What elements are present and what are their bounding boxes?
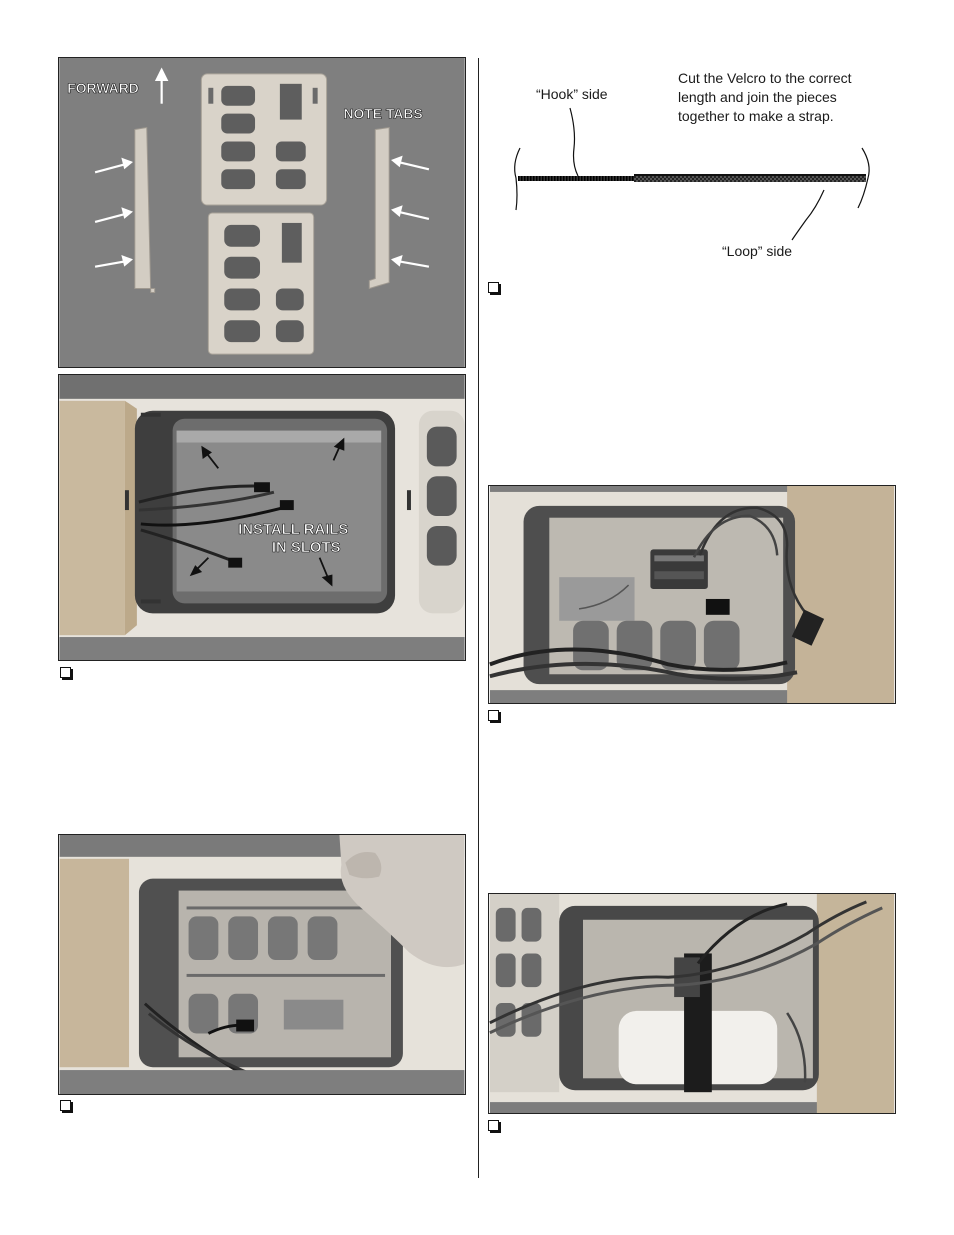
velcro-instruction-line3: together to make a strap. [678,108,834,124]
step-checkbox[interactable] [60,1100,71,1111]
velcro-instruction-line2: length and join the pieces [678,89,837,105]
label-install-rails: INSTALL RAILS [238,522,348,538]
step-checkbox[interactable] [488,282,499,293]
photo-battery-strapped [488,893,896,1114]
photo-rails-and-trays: FORWARD NOTE TABS [58,57,466,368]
hook-side-label: “Hook” side [536,86,608,102]
velcro-strap-drawing [514,107,870,241]
photo-install-rails: INSTALL RAILS IN SLOTS [58,374,466,661]
velcro-diagram: “Hook” side Cut the Velcro to the correc… [506,68,886,268]
photo-battery-strapped-image [489,894,895,1113]
upper-tray [200,73,328,206]
step-checkbox[interactable] [488,710,499,721]
photo-rails-and-trays-image: FORWARD NOTE TABS [59,58,465,367]
photo-receiver-mounted [488,485,896,704]
photo-tray-installed-image [59,835,465,1094]
label-forward: FORWARD [67,80,139,96]
photo-receiver-mounted-image [489,486,895,703]
step-checkbox[interactable] [60,667,71,678]
label-note-tabs: NOTE TABS [343,106,422,122]
loop-side-label: “Loop” side [722,243,793,259]
column-divider [478,58,479,1178]
step-checkbox[interactable] [488,1120,499,1131]
lower-tray [207,212,315,355]
photo-install-rails-image: INSTALL RAILS IN SLOTS [59,375,465,660]
label-in-slots: IN SLOTS [272,540,341,556]
velcro-instruction-line1: Cut the Velcro to the correct [678,70,852,86]
photo-tray-installed [58,834,466,1095]
